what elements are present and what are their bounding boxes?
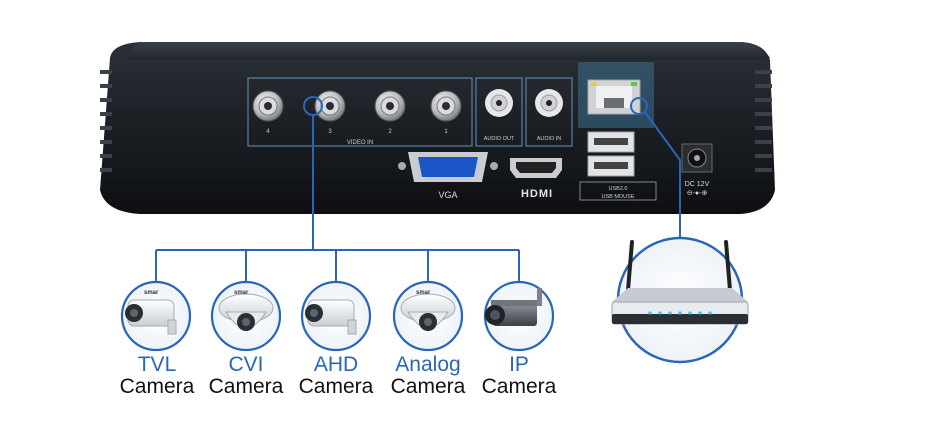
camera-brand-text: smar bbox=[416, 290, 431, 296]
bullet-camera-icon: smar bbox=[120, 280, 192, 352]
camera-label-ahd: AHD Camera bbox=[281, 354, 391, 398]
camera-word: Camera bbox=[298, 375, 374, 398]
camera-label-tvl: TVL Camera bbox=[102, 354, 212, 398]
dc-polarity-symbol: ⊖-●-⊕ bbox=[687, 190, 708, 197]
dc-power-port[interactable] bbox=[681, 143, 713, 173]
usb-label-2: USB MOUSE bbox=[601, 194, 634, 200]
right-vents bbox=[755, 70, 772, 172]
video-in-panel bbox=[247, 77, 473, 147]
camera-brand-text: smar bbox=[144, 290, 159, 296]
camera-type: CVI bbox=[228, 353, 264, 376]
vga-label: VGA bbox=[438, 190, 457, 200]
varifocal-camera-icon bbox=[483, 280, 555, 352]
usb-label-1: USB2.0 bbox=[609, 186, 628, 192]
audio-in-label: AUDIO IN bbox=[537, 136, 561, 142]
camera-type: Analog bbox=[395, 353, 461, 376]
bullet-camera-icon bbox=[300, 280, 372, 352]
connection-lines bbox=[155, 96, 681, 288]
camera-type: AHD bbox=[313, 353, 359, 376]
dvr-device: 4 3 2 1 VIDEO IN AUDIO OUT AUDIO IN VGA bbox=[100, 42, 775, 214]
left-vents bbox=[100, 70, 112, 172]
vga-port[interactable] bbox=[398, 152, 498, 182]
usb-port-bottom[interactable] bbox=[587, 155, 635, 177]
video-in-label: VIDEO IN bbox=[347, 140, 373, 146]
dc-label: DC 12V bbox=[685, 181, 710, 188]
camera-icons: smar smar smar bbox=[120, 280, 555, 352]
camera-word: Camera bbox=[481, 375, 557, 398]
bnc-number: 3 bbox=[328, 129, 332, 135]
camera-label-cvi: CVI Camera bbox=[191, 354, 301, 398]
audio-out-label: AUDIO OUT bbox=[484, 136, 515, 142]
bnc-port-1[interactable]: 1 bbox=[430, 90, 462, 135]
audio-in-port[interactable] bbox=[535, 89, 563, 117]
bnc-number: 2 bbox=[388, 129, 392, 135]
camera-brand-text: smar bbox=[234, 290, 249, 296]
usb-label-box bbox=[579, 181, 657, 201]
usb-port-top[interactable] bbox=[587, 131, 635, 153]
bnc-number: 1 bbox=[444, 129, 448, 135]
bnc-number: 4 bbox=[266, 129, 270, 135]
camera-word: Camera bbox=[119, 375, 195, 398]
camera-label-analog: Analog Camera bbox=[373, 354, 483, 398]
bnc-port-4[interactable]: 4 bbox=[252, 90, 284, 135]
camera-type: IP bbox=[509, 353, 529, 376]
wifi-router-icon bbox=[611, 236, 749, 364]
audio-out-panel bbox=[475, 77, 523, 147]
dome-camera-icon: smar bbox=[392, 280, 464, 352]
camera-word: Camera bbox=[390, 375, 466, 398]
bnc-port-3[interactable]: 3 bbox=[314, 90, 346, 135]
camera-type: TVL bbox=[137, 353, 177, 376]
bnc-port-2[interactable]: 2 bbox=[374, 90, 406, 135]
camera-word: Camera bbox=[208, 375, 284, 398]
dome-camera-icon: smar bbox=[210, 280, 282, 352]
audio-out-port[interactable] bbox=[485, 89, 513, 117]
bnc-ports: 4 3 2 1 bbox=[252, 90, 462, 135]
camera-label-ip: IP Camera bbox=[464, 354, 574, 398]
hdmi-port[interactable] bbox=[510, 158, 562, 178]
hdmi-label: HDMI bbox=[521, 188, 553, 200]
audio-in-panel bbox=[525, 77, 573, 147]
